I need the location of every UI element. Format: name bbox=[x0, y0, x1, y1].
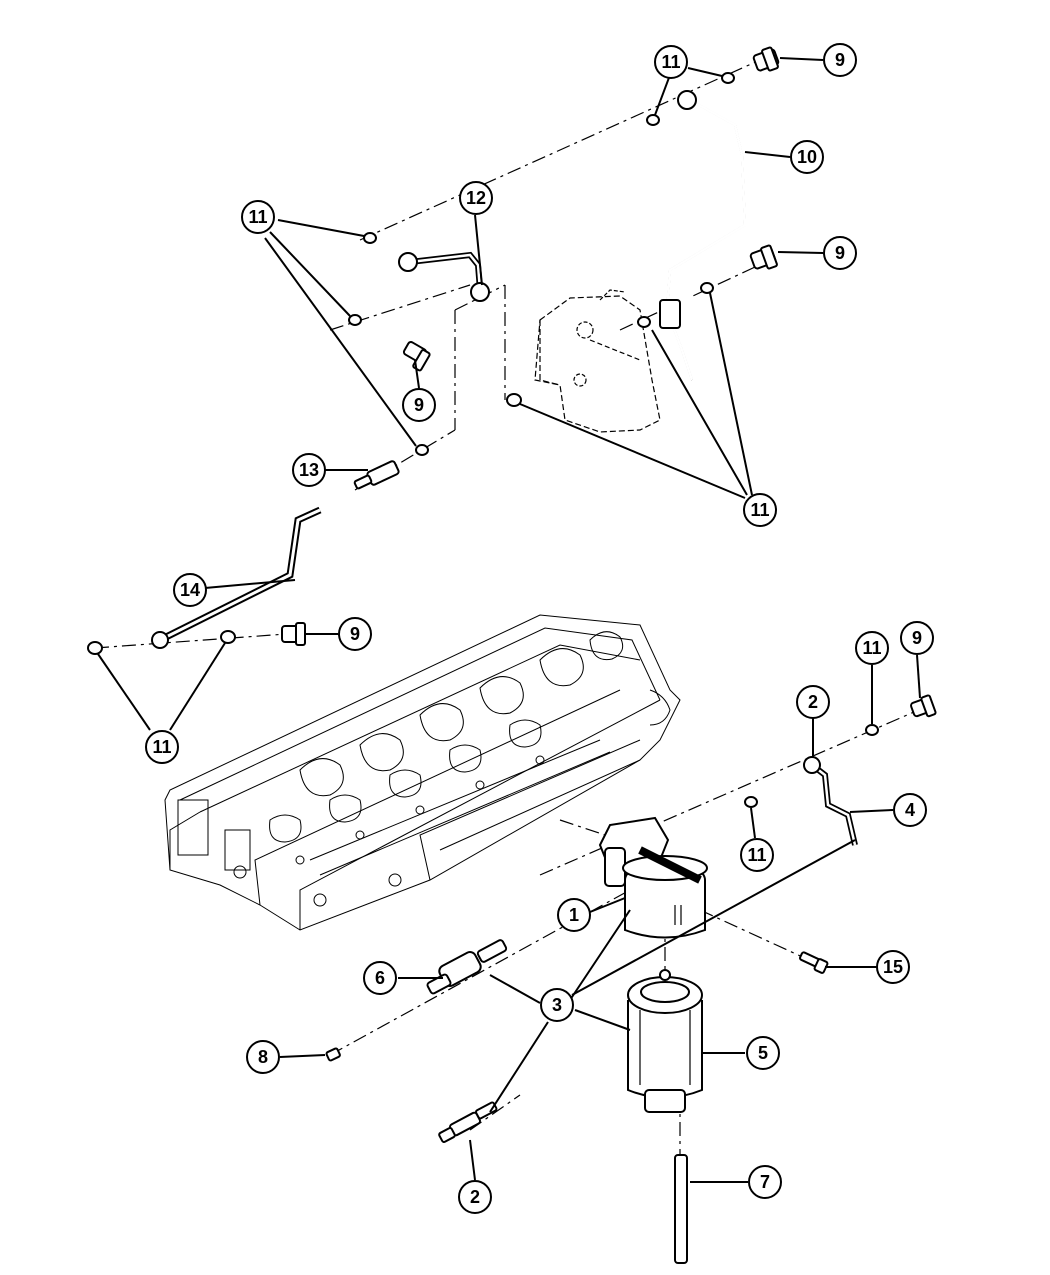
svg-text:9: 9 bbox=[912, 628, 922, 648]
callout-11-upper-left: 11 bbox=[241, 200, 275, 234]
sensor-6 bbox=[426, 939, 508, 995]
callout-10: 10 bbox=[790, 140, 824, 174]
fuel-pump-housing bbox=[534, 289, 661, 433]
svg-text:13: 13 bbox=[299, 460, 319, 480]
callout-4: 4 bbox=[893, 793, 927, 827]
callout-11-lower-right: 11 bbox=[855, 631, 889, 665]
callout-12: 12 bbox=[459, 181, 493, 215]
callout-5: 5 bbox=[746, 1036, 780, 1070]
callout-6: 6 bbox=[363, 961, 397, 995]
callout-1: 1 bbox=[557, 898, 591, 932]
callout-7: 7 bbox=[748, 1165, 782, 1199]
callout-11-top: 11 bbox=[654, 45, 688, 79]
fuel-line-12 bbox=[398, 251, 490, 302]
screw-15 bbox=[798, 951, 829, 974]
callout-11-left: 11 bbox=[145, 730, 179, 764]
drain-tube-7 bbox=[674, 1154, 688, 1264]
callout-9-lower-right: 9 bbox=[900, 621, 934, 655]
svg-text:9: 9 bbox=[414, 395, 424, 415]
svg-text:5: 5 bbox=[758, 1043, 768, 1063]
banjo-bolts bbox=[281, 46, 937, 718]
svg-text:11: 11 bbox=[750, 500, 769, 520]
svg-text:8: 8 bbox=[258, 1047, 268, 1067]
callout-9-center: 9 bbox=[402, 388, 436, 422]
svg-text:2: 2 bbox=[808, 692, 818, 712]
banjo-bolt-top bbox=[752, 46, 780, 72]
svg-text:15: 15 bbox=[883, 957, 903, 977]
leader-lines bbox=[97, 57, 921, 1183]
banjo-bolt-right bbox=[749, 244, 778, 270]
svg-text:2: 2 bbox=[470, 1187, 480, 1207]
svg-text:4: 4 bbox=[905, 800, 915, 820]
callout-9-left: 9 bbox=[338, 617, 372, 651]
seal-washers bbox=[87, 72, 879, 808]
plug-8 bbox=[325, 1047, 341, 1062]
banjo-bolt-left bbox=[281, 622, 306, 646]
callout-2-bottom: 2 bbox=[458, 1180, 492, 1214]
callout-11-filter: 11 bbox=[740, 838, 774, 872]
callout-9-top: 9 bbox=[823, 43, 857, 77]
svg-text:9: 9 bbox=[835, 50, 845, 70]
fuel-line-14 bbox=[151, 506, 322, 649]
engine-cylinder-head bbox=[164, 614, 681, 931]
fuel-filter-element bbox=[627, 969, 703, 1113]
fuel-line-10 bbox=[659, 90, 747, 381]
svg-text:7: 7 bbox=[760, 1172, 770, 1192]
fuel-line-4 bbox=[803, 756, 858, 846]
svg-text:6: 6 bbox=[375, 968, 385, 988]
callout-14: 14 bbox=[173, 573, 207, 607]
svg-text:11: 11 bbox=[248, 207, 267, 227]
sensor-13 bbox=[353, 460, 400, 490]
svg-text:1: 1 bbox=[569, 905, 579, 925]
callout-9-right: 9 bbox=[823, 236, 857, 270]
fitting-2-bottom bbox=[438, 1101, 498, 1143]
svg-text:3: 3 bbox=[552, 995, 562, 1015]
callout-15: 15 bbox=[876, 950, 910, 984]
callout-2-right: 2 bbox=[796, 685, 830, 719]
callout-13: 13 bbox=[292, 453, 326, 487]
svg-text:12: 12 bbox=[466, 188, 486, 208]
callout-8: 8 bbox=[246, 1040, 280, 1074]
svg-text:11: 11 bbox=[747, 845, 766, 865]
svg-text:11: 11 bbox=[661, 52, 680, 72]
svg-text:10: 10 bbox=[797, 147, 817, 167]
callout-11-pump: 11 bbox=[743, 493, 777, 527]
svg-text:9: 9 bbox=[350, 624, 360, 644]
fuel-filter-housing bbox=[598, 816, 708, 939]
svg-text:14: 14 bbox=[180, 580, 200, 600]
svg-text:11: 11 bbox=[862, 638, 881, 658]
svg-text:9: 9 bbox=[835, 243, 845, 263]
callout-3: 3 bbox=[540, 988, 574, 1022]
svg-text:11: 11 bbox=[152, 737, 171, 757]
banjo-bolt-lower-right bbox=[910, 694, 937, 718]
